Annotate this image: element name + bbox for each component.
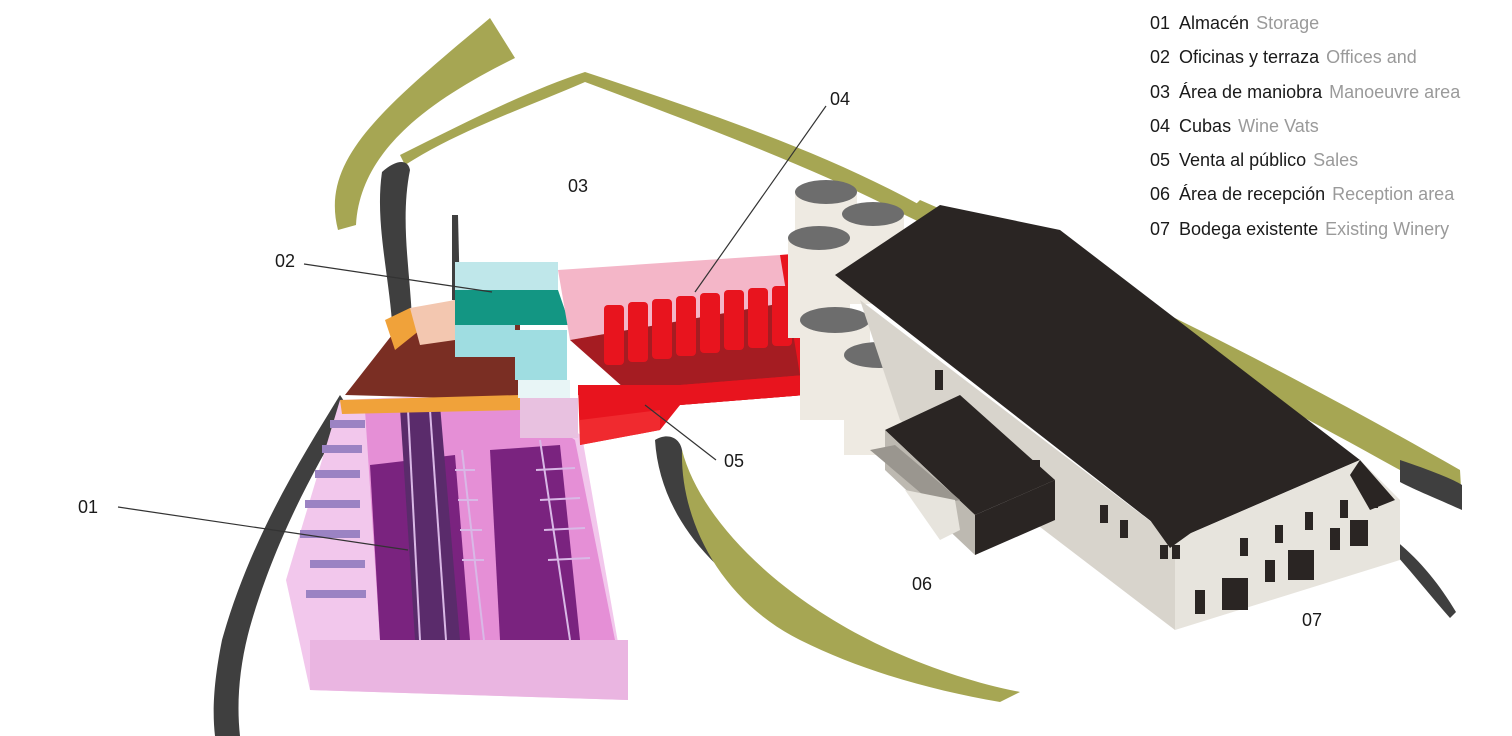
wine-vat-row <box>604 286 792 365</box>
legend-item: 04 Cubas Wine Vats <box>1150 109 1460 143</box>
legend-label-english: Offices and <box>1326 47 1417 68</box>
storage-building <box>286 392 628 700</box>
legend-label-english: Existing Winery <box>1325 218 1450 239</box>
callout-03: 03 <box>568 176 589 196</box>
callout-06: 06 <box>912 574 933 594</box>
leader-05 <box>644 404 717 461</box>
legend: 01 Almacén Storage 02 Oficinas y terraza Off… <box>1150 6 1460 246</box>
road-olive-bottom <box>681 450 1020 702</box>
legend-label-english: Wine Vats <box>1238 115 1319 136</box>
leader-02 <box>303 263 493 293</box>
legend-label-english: Sales <box>1313 150 1359 171</box>
legend-label-spanish: Oficinas y terraza <box>1179 47 1320 68</box>
legend-label-spanish: Área de maniobra <box>1179 81 1323 102</box>
road-dark-right <box>1400 460 1462 510</box>
legend-number: 01 <box>1150 13 1171 33</box>
callout-01: 01 <box>78 497 99 517</box>
road-dark-right-lower <box>1390 540 1456 618</box>
legend-label-spanish: Bodega existente <box>1179 218 1319 239</box>
legend-number: 07 <box>1150 218 1171 239</box>
legend-item: 05 Venta al público Sales <box>1150 143 1460 177</box>
legend-label-spanish: Área de recepción <box>1179 184 1326 205</box>
storage-racks-left <box>300 420 366 598</box>
legend-item: 03 Área de maniobra Manoeuvre area <box>1150 75 1460 109</box>
legend-number: 04 <box>1150 115 1171 136</box>
callout-07: 07 <box>1302 610 1323 630</box>
legend-number: 03 <box>1150 81 1171 102</box>
legend-item: 06 Área de recepción Reception area <box>1150 177 1460 211</box>
legend-item: 01 Almacén Storage <box>1150 6 1460 40</box>
callout-04: 04 <box>830 89 851 109</box>
legend-label-spanish: Cubas <box>1179 115 1232 136</box>
legend-label-english: Storage <box>1256 13 1320 33</box>
legend-label-spanish: Venta al público <box>1179 150 1307 171</box>
reception-building <box>870 395 1055 555</box>
legend-label-english: Reception area <box>1332 184 1455 205</box>
road-olive-top <box>400 72 920 215</box>
road-olive-top-left <box>334 18 515 230</box>
leader-04 <box>694 105 827 293</box>
legend-label-english: Manoeuvre area <box>1329 81 1461 102</box>
storage-tanks <box>788 180 914 455</box>
offices-terrace-building <box>340 262 578 438</box>
callout-02: 02 <box>275 251 296 271</box>
legend-item: 07 Bodega existente Existing Winery <box>1150 212 1460 246</box>
road-dark-curve-bottom <box>655 436 820 628</box>
legend-label-spanish: Almacén <box>1179 13 1250 33</box>
legend-number: 06 <box>1150 184 1171 205</box>
legend-item: 02 Oficinas y terraza Offices and <box>1150 40 1460 74</box>
leader-lines <box>117 105 827 551</box>
storage-shelving <box>407 409 591 641</box>
callout-05: 05 <box>724 451 745 471</box>
road-dark-left <box>379 161 412 322</box>
leader-01 <box>117 506 409 551</box>
legend-number: 02 <box>1150 47 1171 68</box>
legend-number: 05 <box>1150 150 1171 171</box>
